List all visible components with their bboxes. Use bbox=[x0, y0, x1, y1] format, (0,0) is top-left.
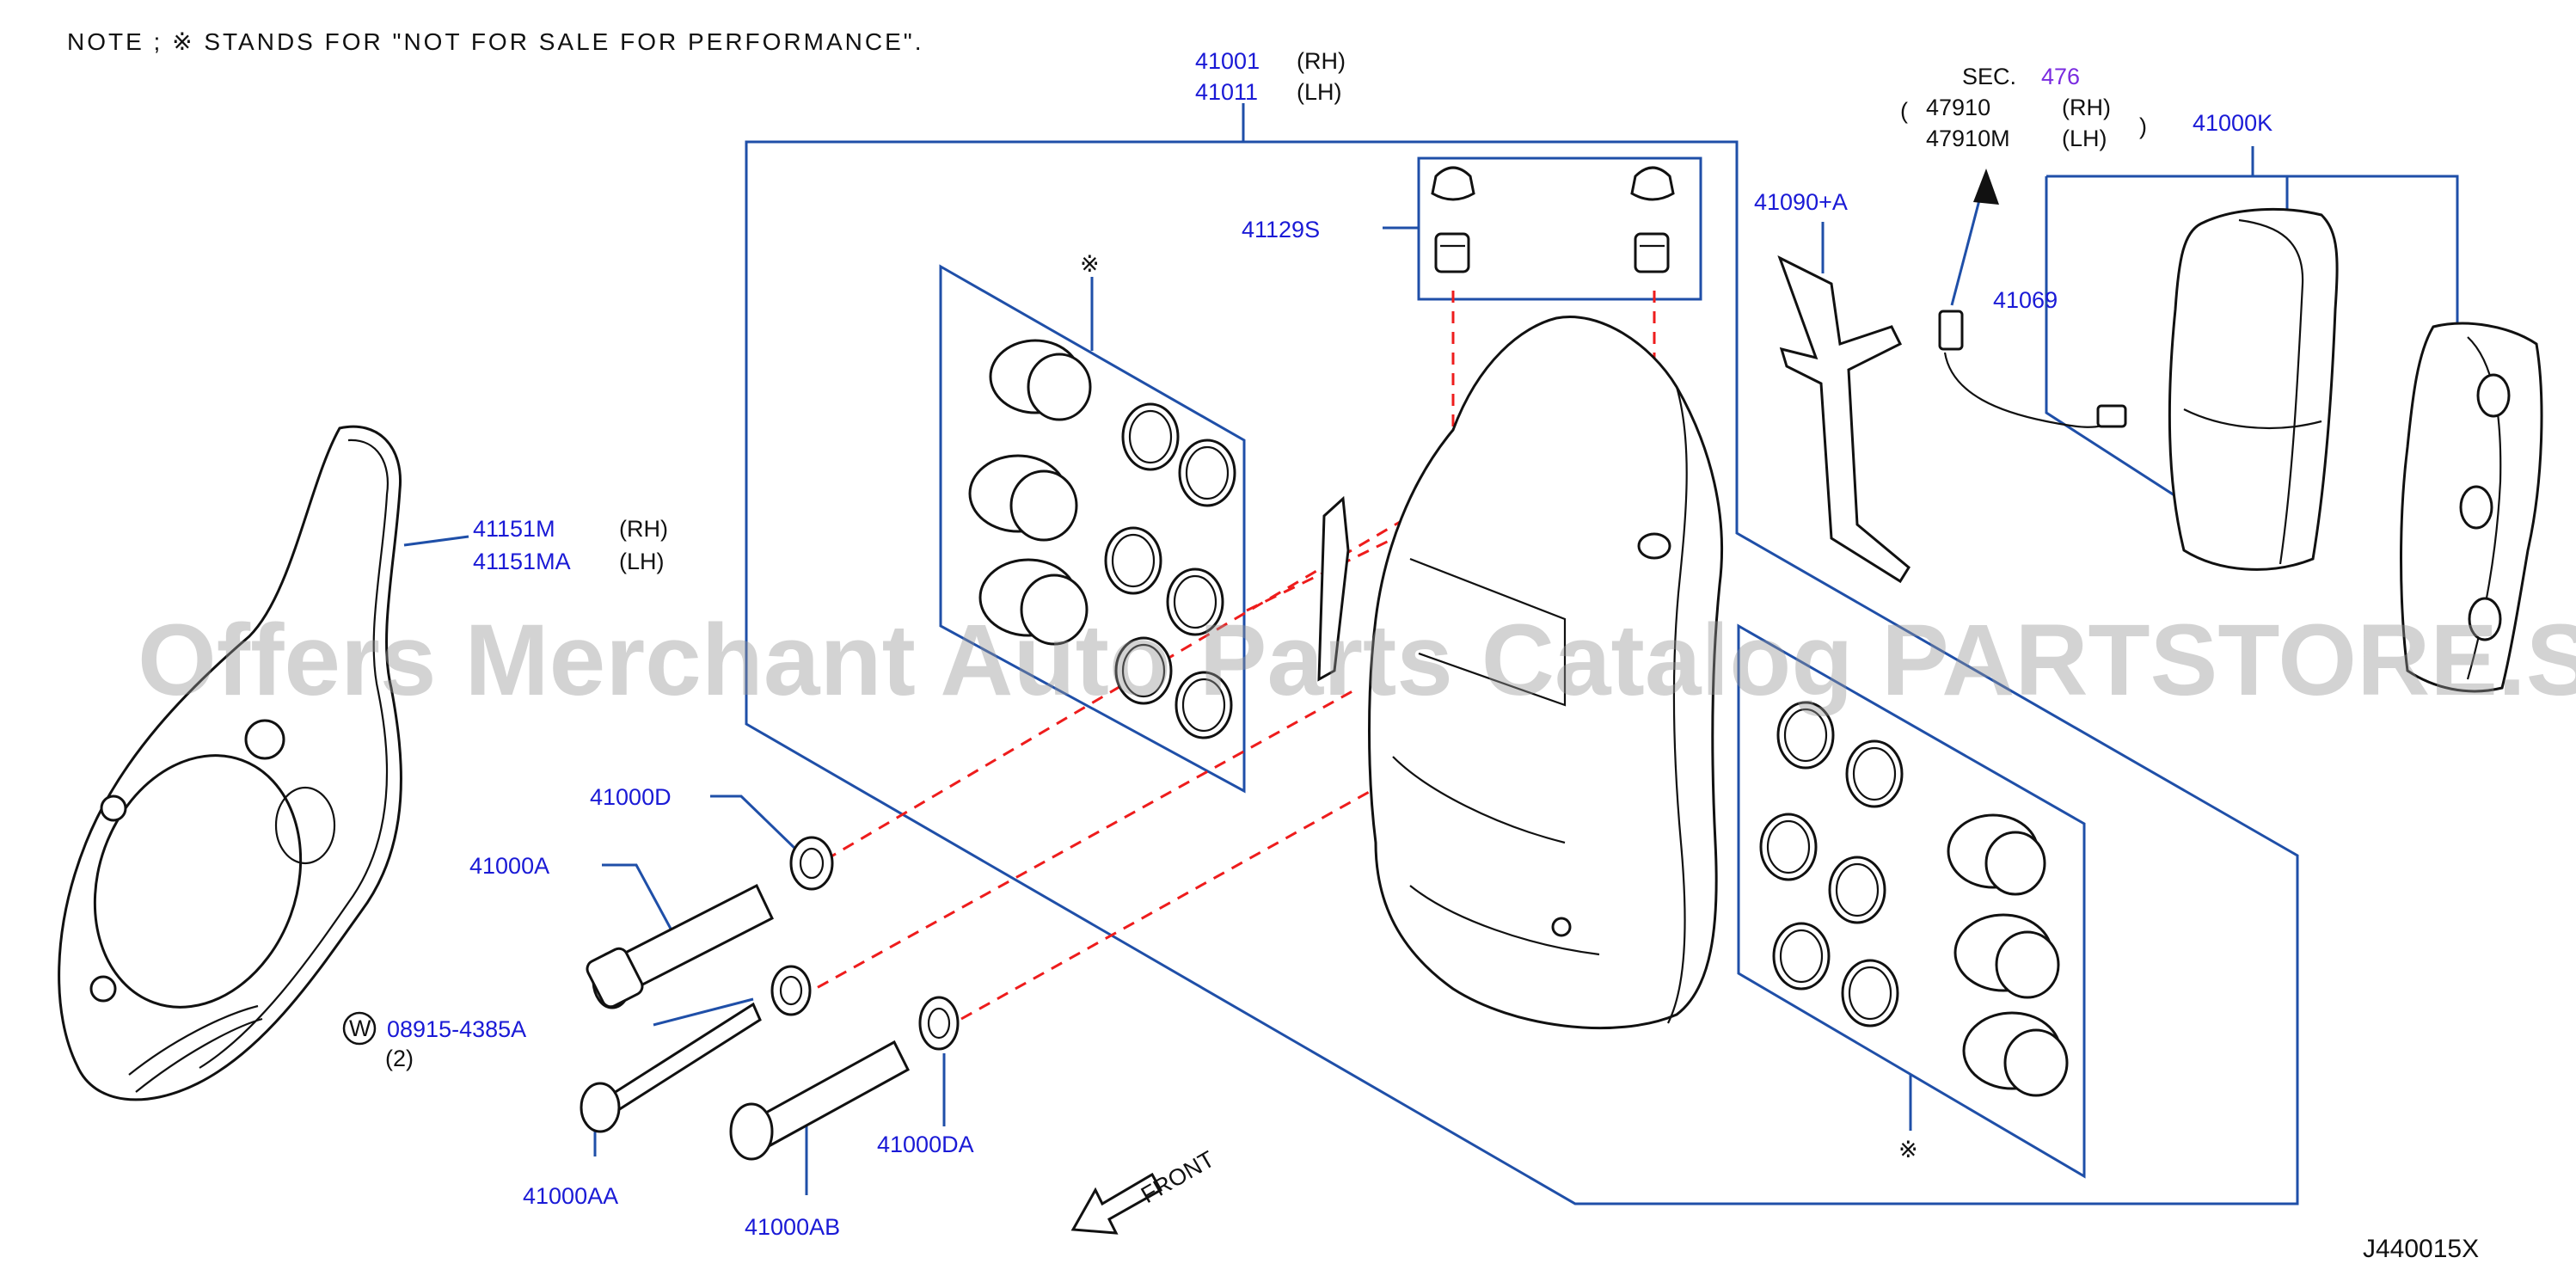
assembly-guide-lines bbox=[799, 291, 1656, 1021]
bolt-41000ab bbox=[729, 1040, 910, 1161]
sec-476-arrow bbox=[1950, 169, 1999, 306]
front-indicator: FRONT bbox=[1070, 1146, 1219, 1235]
label-41001-side: (RH) bbox=[1297, 48, 1346, 74]
label-41000k: 41000K bbox=[2193, 110, 2272, 136]
label-08915: 08915-4385A bbox=[387, 1016, 526, 1042]
label-41000d: 41000D bbox=[590, 784, 672, 810]
label-sec: SEC. bbox=[1962, 64, 2016, 89]
label-41000ab: 41000AB bbox=[745, 1214, 840, 1240]
seal-kit-panel-left bbox=[939, 264, 1246, 794]
label-41000a: 41000A bbox=[469, 853, 549, 879]
bleeder-screws bbox=[1431, 166, 1675, 273]
label-41151ma: 41151MA bbox=[473, 549, 571, 574]
label-47910m-side: (LH) bbox=[2062, 126, 2107, 151]
label-41011: 41011 bbox=[1195, 79, 1258, 105]
label-41151m: 41151M bbox=[473, 516, 555, 542]
seal-kit-panel-right bbox=[1737, 623, 2086, 1179]
washer-marker-circle bbox=[342, 1011, 377, 1046]
label-41000aa: 41000AA bbox=[523, 1183, 618, 1209]
diagram-code: J440015X bbox=[2363, 1235, 2479, 1263]
svg-text:): ) bbox=[2139, 113, 2147, 139]
caliper-group-outline bbox=[745, 103, 2299, 1205]
label-41001: 41001 bbox=[1195, 48, 1260, 74]
washer-08915 bbox=[770, 965, 812, 1016]
note-text: NOTE ; ※ STANDS FOR "NOT FOR SALE FOR PE… bbox=[67, 28, 924, 55]
label-47910m: 47910M bbox=[1926, 126, 2010, 151]
washer-marker: W bbox=[349, 1015, 371, 1041]
label-41011-side: (LH) bbox=[1297, 79, 1342, 105]
svg-text:(: ( bbox=[1900, 98, 1908, 124]
label-41129s: 41129S bbox=[1242, 217, 1320, 242]
bolt-41000aa bbox=[580, 1002, 762, 1133]
caliper-clip bbox=[1317, 495, 1350, 682]
label-47910-side: (RH) bbox=[2062, 95, 2111, 120]
backing-plate bbox=[58, 425, 402, 1101]
caliper-body bbox=[1368, 316, 1724, 1030]
brake-pads bbox=[2168, 207, 2543, 693]
label-sec-476[interactable]: 476 bbox=[2041, 64, 2080, 89]
piston-seal-kit-right bbox=[1759, 701, 2069, 1097]
piston-seal-kit-left bbox=[968, 339, 1236, 739]
watermark: Offers Merchant Auto Parts Catalog PARTS… bbox=[138, 604, 2576, 717]
label-47910: 47910 bbox=[1926, 95, 1990, 120]
pad-spring-clip bbox=[1777, 255, 1911, 584]
label-41090a: 41090+A bbox=[1754, 189, 1848, 215]
label-41069: 41069 bbox=[1993, 287, 2058, 313]
label-41000da: 41000DA bbox=[877, 1132, 974, 1157]
label-08915-qty: (2) bbox=[385, 1046, 414, 1071]
label-41151m-side: (RH) bbox=[619, 516, 668, 542]
pad-wear-sensor bbox=[1938, 310, 2127, 428]
bolt-41000a bbox=[586, 883, 774, 1009]
nfs-marker-left: ※ bbox=[1080, 251, 1100, 277]
washer-41000d bbox=[789, 836, 834, 891]
label-41151ma-side: (LH) bbox=[619, 549, 665, 574]
washer-41000da bbox=[918, 996, 960, 1051]
nfs-marker-right: ※ bbox=[1898, 1137, 1918, 1163]
